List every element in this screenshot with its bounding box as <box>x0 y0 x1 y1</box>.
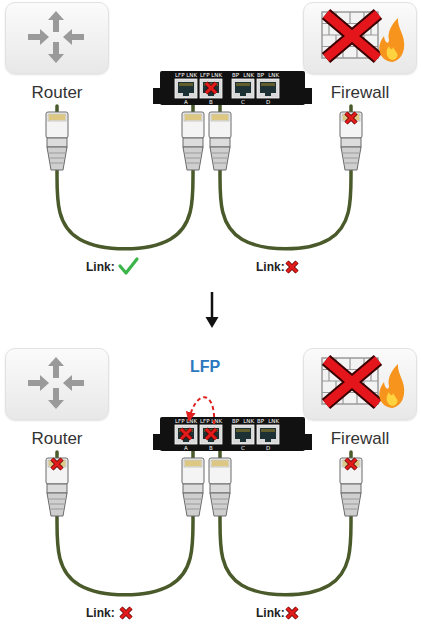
network-cable <box>57 451 193 595</box>
node-label: Firewall <box>303 429 417 449</box>
icon-frame <box>5 348 109 420</box>
icon-frame <box>303 2 417 74</box>
router-node: Router <box>5 348 109 452</box>
flow-arrow-head <box>206 317 219 328</box>
port-label: B <box>209 445 213 451</box>
firewall-symbol <box>322 358 404 408</box>
plug-cross <box>346 113 356 123</box>
port-label: LFP <box>200 418 210 424</box>
rj45-plug <box>340 112 362 170</box>
port-label: LNK <box>243 72 254 78</box>
port-label: BP <box>232 72 239 78</box>
link-label: Link: <box>256 260 285 274</box>
port-cross <box>206 83 216 93</box>
port-label: B <box>209 99 213 105</box>
check-mark <box>120 259 137 273</box>
rj45-plug <box>209 112 231 170</box>
flow-arrow-shaft <box>211 292 214 320</box>
port-label: LNK <box>268 72 279 78</box>
port-label: C <box>241 445 245 451</box>
mode-label: LFP <box>190 358 220 376</box>
top-panel <box>28 11 404 273</box>
rj45-plug <box>209 458 231 516</box>
network-cable <box>57 105 193 249</box>
port-label: A <box>184 445 188 451</box>
port-cross <box>181 429 191 439</box>
lfp-arrow <box>189 397 214 424</box>
port-label: BP <box>257 418 264 424</box>
rj45-plug <box>340 458 362 516</box>
firewall-symbol <box>322 12 404 62</box>
rj45-plug <box>182 112 204 170</box>
rj45-plug <box>46 458 68 516</box>
link-cross <box>121 608 131 618</box>
device-ports <box>175 425 279 444</box>
device-ports <box>175 79 279 98</box>
plug-cross <box>346 459 356 469</box>
link-label: Link: <box>86 260 115 274</box>
port-label: LFP <box>175 418 185 424</box>
port-label: D <box>266 445 270 451</box>
port-cross <box>206 429 216 439</box>
port-label: D <box>266 99 270 105</box>
firewall-node: Firewall <box>303 2 417 106</box>
node-label: Router <box>5 429 109 449</box>
port-label: BP <box>257 72 264 78</box>
plug-cross <box>52 459 62 469</box>
bottom-panel <box>28 357 404 618</box>
port-label: BP <box>232 418 239 424</box>
port-label: LNK <box>186 418 197 424</box>
node-label: Firewall <box>303 83 417 103</box>
node-label: Router <box>5 83 109 103</box>
port-label: LNK <box>211 418 222 424</box>
link-label: Link: <box>86 606 115 620</box>
icon-frame <box>5 2 109 74</box>
link-cross <box>287 262 297 272</box>
network-cable <box>220 451 351 595</box>
link-label: Link: <box>256 606 285 620</box>
port-label: LFP <box>175 72 185 78</box>
router-symbol <box>28 357 84 409</box>
firewall-node: Firewall <box>303 348 417 452</box>
network-cable <box>220 105 351 249</box>
port-label: LNK <box>211 72 222 78</box>
bypass-device: LFPLNKLFPLNKBPLNKBPLNKABCD <box>160 417 305 451</box>
bypass-device: LFPLNKLFPLNKBPLNKBPLNKABCD <box>160 71 305 105</box>
port-label: C <box>241 99 245 105</box>
icon-frame <box>303 348 417 420</box>
link-cross <box>287 608 297 618</box>
port-label: A <box>184 99 188 105</box>
port-label: LFP <box>200 72 210 78</box>
port-label: LNK <box>268 418 279 424</box>
port-label: LNK <box>243 418 254 424</box>
port-label: LNK <box>186 72 197 78</box>
router-node: Router <box>5 2 109 106</box>
router-symbol <box>28 11 84 63</box>
rj45-plug <box>182 458 204 516</box>
rj45-plug <box>46 112 68 170</box>
